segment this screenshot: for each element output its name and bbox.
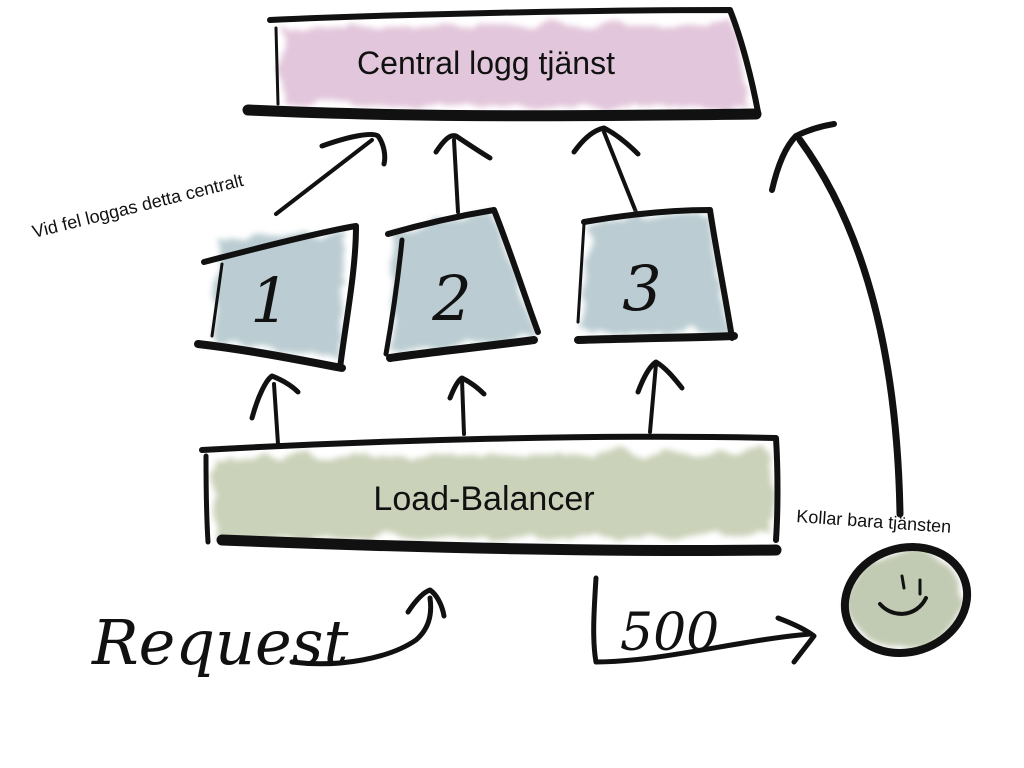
arrow-server3-to-central	[602, 130, 638, 214]
monitor-wash	[848, 550, 964, 650]
smiley-face-icon	[840, 542, 972, 658]
monitor: Kollar bara tjänsten	[769, 121, 972, 658]
request-label: Request	[91, 606, 349, 679]
load-balancer-box: Load-Balancer	[199, 433, 782, 557]
arrow-server2-to-central	[452, 138, 460, 214]
error-response-flow: 500	[591, 575, 817, 665]
server-2-label: 2	[431, 262, 471, 335]
server-3-wash	[582, 210, 728, 332]
monitor-to-central-arrow	[796, 136, 904, 518]
arrow-balancer-to-server2	[460, 378, 466, 436]
central-log-service-wash	[282, 24, 748, 108]
central-log-service-label: Central logg tjänst	[357, 45, 615, 81]
error-logging-note: Vid fel loggas detta centralt	[30, 170, 245, 242]
server-3: 3	[574, 207, 738, 344]
load-balancer-label: Load-Balancer	[373, 480, 594, 518]
server-2-wash	[392, 214, 536, 354]
server-3-label: 3	[622, 252, 661, 325]
server-1: 1	[194, 223, 359, 372]
server-2: 2	[383, 207, 541, 362]
request-flow: Request	[91, 587, 447, 679]
balancer-to-server-arrows	[249, 359, 685, 446]
central-log-service-outline	[267, 7, 761, 115]
arrow-balancer-to-server3	[648, 362, 658, 434]
load-balancer-wash	[214, 452, 774, 540]
arrow-server1-to-central	[274, 138, 374, 216]
server-1-wash	[212, 232, 345, 360]
error-response-arrow	[591, 575, 813, 665]
server-1-label: 1	[250, 264, 289, 337]
logging-arrows	[274, 125, 641, 216]
central-log-service-box: Central logg tjänst	[242, 7, 762, 122]
error-code-label: 500	[620, 603, 719, 663]
request-arrow	[289, 595, 434, 667]
arrow-balancer-to-server1	[272, 382, 280, 446]
monitor-note: Kollar bara tjänsten	[796, 506, 952, 537]
